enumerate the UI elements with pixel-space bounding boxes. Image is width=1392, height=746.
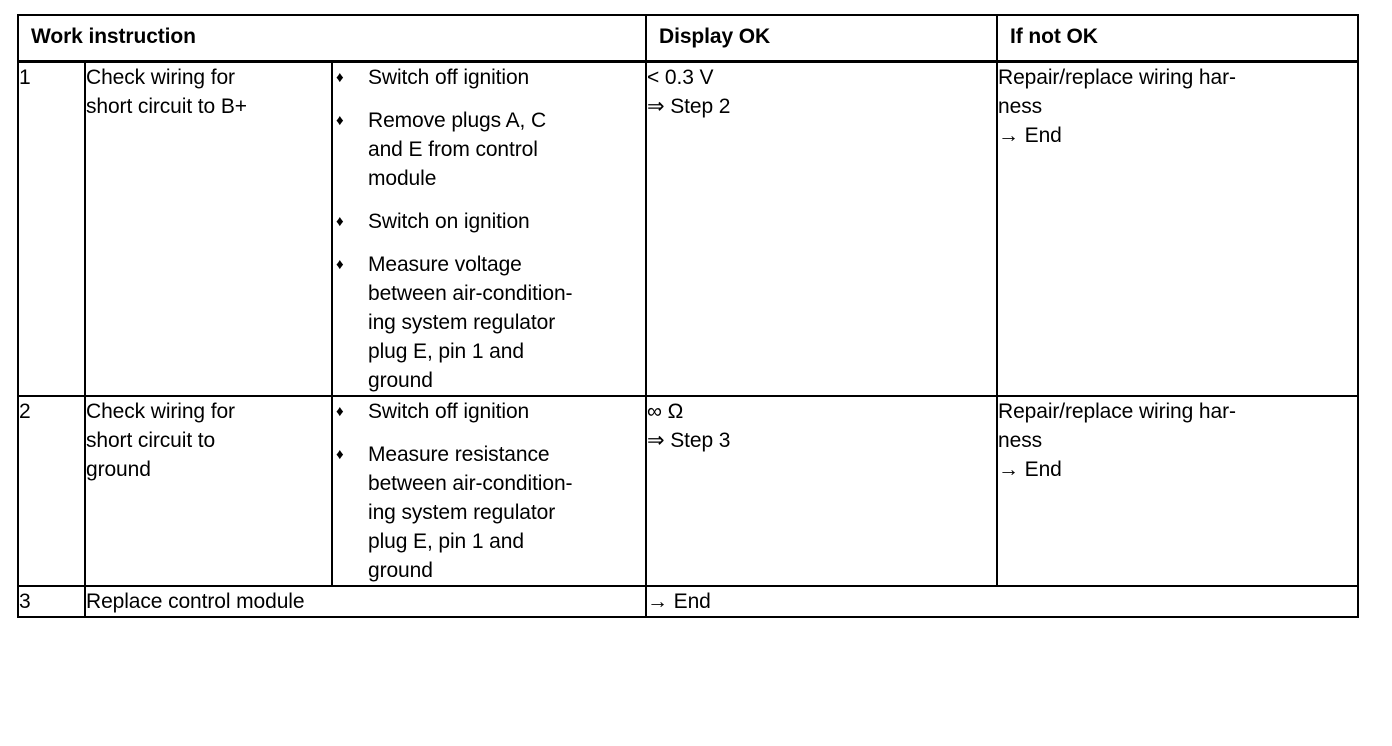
table-row: 3 Replace control module → End (17, 585, 1360, 618)
action-list: ♦ Switch off ignition ♦ Remove plugs A, … (333, 63, 645, 395)
diamond-bullet-icon: ♦ (336, 112, 344, 129)
if-not-ok-line: → End (998, 458, 1062, 481)
action-line: between air-condition- (368, 472, 573, 495)
table-header-row: Work instruction Display OK If not OK (16, 14, 1360, 63)
table-row: 2 Check wiring for short circuit to grou… (17, 395, 1360, 587)
if-not-ok-line: → End (998, 124, 1062, 147)
action-line: module (368, 167, 437, 190)
step-task: Check wiring for short circuit to ground (84, 395, 333, 587)
action-line: ing system regulator (368, 311, 556, 334)
list-item: ♦ Measure voltage between air-condition-… (333, 250, 645, 395)
action-line: ground (368, 369, 433, 392)
task-line: ground (86, 458, 151, 481)
list-item: ♦ Switch on ignition (333, 207, 645, 236)
display-ok-line: ⇒ Step 2 (647, 95, 731, 118)
step-number: 3 (17, 585, 86, 618)
action-line: plug E, pin 1 and (368, 530, 524, 553)
if-not-ok-line: Repair/replace wiring har- (998, 400, 1236, 423)
action-line: ing system regulator (368, 501, 556, 524)
diamond-bullet-icon: ♦ (336, 256, 344, 273)
step-task: Check wiring for short circuit to B+ (84, 60, 333, 397)
action-line: Measure voltage (368, 253, 522, 276)
diagnostic-procedure-table: Work instruction Display OK If not OK 1 … (16, 14, 1360, 618)
list-item: ♦ Switch off ignition (333, 63, 645, 92)
list-item: ♦ Measure resistance between air-conditi… (333, 440, 645, 585)
if-not-ok-action: Repair/replace wiring har- ness → End (996, 395, 1360, 587)
display-ok-line: < 0.3 V (647, 66, 714, 89)
if-not-ok-line: ness (998, 95, 1042, 118)
list-item: ♦ Switch off ignition (333, 397, 645, 426)
task-line: Check wiring for (86, 66, 235, 89)
action-line: Switch off ignition (368, 400, 530, 423)
action-line: Remove plugs A, C (368, 109, 547, 132)
diamond-bullet-icon: ♦ (336, 69, 344, 86)
column-header-work-instruction: Work instruction (16, 14, 648, 63)
display-ok-line: ⇒ Step 3 (647, 429, 731, 452)
action-line: ground (368, 559, 433, 582)
display-ok-value: < 0.3 V ⇒ Step 2 (645, 60, 999, 397)
if-not-ok-line: ness (998, 429, 1042, 452)
list-item: ♦ Remove plugs A, C and E from control m… (333, 106, 645, 193)
action-line: between air-condition- (368, 282, 573, 305)
column-header-display-ok: Display OK (645, 14, 999, 63)
if-not-ok-action: Repair/replace wiring har- ness → End (996, 60, 1360, 397)
action-line: and E from control (368, 138, 538, 161)
step-actions: ♦ Switch off ignition ♦ Remove plugs A, … (330, 60, 648, 397)
action-line: Measure resistance (368, 443, 550, 466)
step-number: 1 (17, 60, 86, 397)
action-line: Switch on ignition (368, 210, 530, 233)
table-row: 1 Check wiring for short circuit to B+ ♦… (17, 60, 1360, 397)
diamond-bullet-icon: ♦ (336, 403, 344, 420)
step-result: → End (645, 585, 1360, 618)
step-actions: ♦ Switch off ignition ♦ Measure resistan… (330, 395, 648, 587)
task-line: Check wiring for (86, 400, 235, 423)
diamond-bullet-icon: ♦ (336, 446, 344, 463)
action-line: plug E, pin 1 and (368, 340, 524, 363)
task-line: short circuit to B+ (86, 95, 247, 118)
display-ok-value: ∞ Ω ⇒ Step 3 (645, 395, 999, 587)
display-ok-line: ∞ Ω (647, 400, 684, 423)
task-line: short circuit to (86, 429, 216, 452)
diamond-bullet-icon: ♦ (336, 213, 344, 230)
column-header-if-not-ok: If not OK (996, 14, 1360, 63)
if-not-ok-line: Repair/replace wiring har- (998, 66, 1236, 89)
step-task: Replace control module (83, 585, 648, 618)
step-number: 2 (17, 395, 86, 587)
action-list: ♦ Switch off ignition ♦ Measure resistan… (333, 397, 645, 585)
action-line: Switch off ignition (368, 66, 530, 89)
